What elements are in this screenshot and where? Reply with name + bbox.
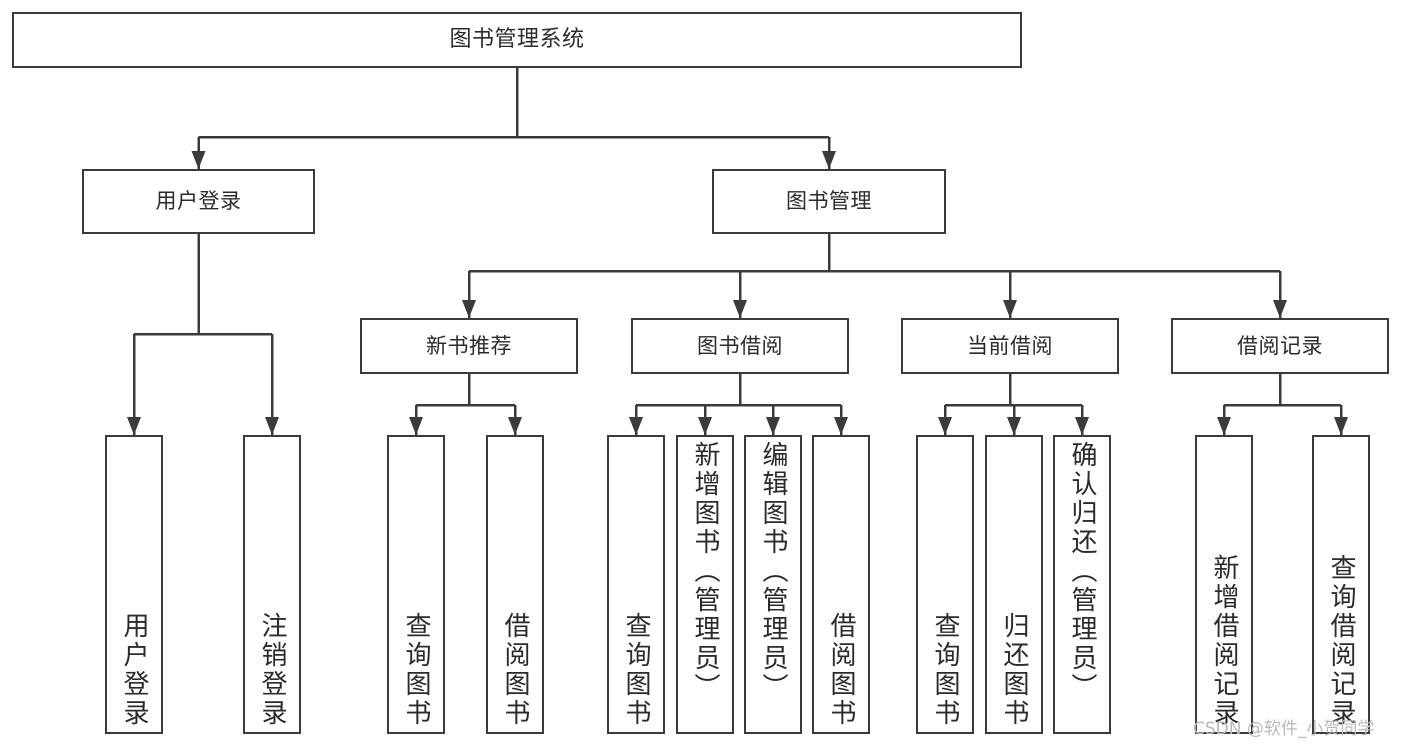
node-leaf-logout[interactable]: 注销登录	[243, 435, 301, 734]
arrowhead	[127, 417, 141, 435]
arrowhead	[1003, 300, 1017, 318]
node-label: 新书推荐	[426, 333, 512, 358]
node-leaf-add-book[interactable]: 新增图书（管理员）	[676, 435, 734, 734]
node-leaf-return-book[interactable]: 归还图书	[985, 435, 1043, 734]
node-label: 新增借阅记录	[1209, 554, 1239, 728]
node-label: 确认归还（管理员）	[1067, 441, 1097, 702]
arrowhead	[822, 151, 836, 169]
arrowhead	[462, 300, 476, 318]
node-label: 新增图书（管理员）	[690, 441, 720, 702]
node-label: 借阅图书	[500, 612, 530, 728]
node-leaf-borrow-book-1[interactable]: 借阅图书	[486, 435, 544, 734]
node-label: 图书借阅	[697, 333, 783, 358]
node-leaf-borrow-book-2[interactable]: 借阅图书	[812, 435, 870, 734]
node-book-borrow[interactable]: 图书借阅	[631, 318, 849, 374]
arrowhead	[1273, 300, 1287, 318]
arrowhead	[938, 417, 952, 435]
node-label: 当前借阅	[967, 333, 1053, 358]
arrowhead	[834, 417, 848, 435]
node-borrow-record[interactable]: 借阅记录	[1171, 318, 1389, 374]
node-label: 借阅记录	[1237, 333, 1323, 358]
arrowhead	[766, 417, 780, 435]
node-label: 查询图书	[401, 612, 431, 728]
arrowhead	[508, 417, 522, 435]
node-leaf-query-book-3[interactable]: 查询图书	[916, 435, 974, 734]
node-user-login[interactable]: 用户登录	[82, 169, 315, 234]
node-label: 查询借阅记录	[1326, 554, 1356, 728]
node-leaf-edit-book[interactable]: 编辑图书（管理员）	[744, 435, 802, 734]
arrowhead	[629, 417, 643, 435]
node-leaf-query-book-1[interactable]: 查询图书	[387, 435, 445, 734]
node-label: 查询图书	[621, 612, 651, 728]
node-label: 用户登录	[155, 189, 242, 214]
arrowhead	[409, 417, 423, 435]
node-leaf-query-book-2[interactable]: 查询图书	[607, 435, 665, 734]
node-label: 编辑图书（管理员）	[758, 441, 788, 702]
node-label: 归还图书	[999, 612, 1029, 728]
node-leaf-query-record[interactable]: 查询借阅记录	[1312, 435, 1370, 734]
node-leaf-user-login[interactable]: 用户登录	[105, 435, 163, 734]
arrowhead	[265, 417, 279, 435]
arrowhead	[1217, 417, 1231, 435]
arrowhead	[1334, 417, 1348, 435]
node-label: 查询图书	[930, 612, 960, 728]
node-label: 图书管理系统	[449, 27, 585, 53]
node-label: 图书管理	[786, 189, 872, 214]
arrowhead	[191, 151, 206, 169]
node-label: 借阅图书	[826, 612, 856, 728]
node-book-management[interactable]: 图书管理	[712, 169, 946, 234]
arrowhead	[698, 417, 712, 435]
node-leaf-add-record[interactable]: 新增借阅记录	[1195, 435, 1253, 734]
node-label: 用户登录	[119, 612, 149, 728]
node-label: 注销登录	[257, 612, 287, 728]
node-current-borrow[interactable]: 当前借阅	[901, 318, 1119, 374]
arrowhead	[1075, 417, 1089, 435]
node-root[interactable]: 图书管理系统	[12, 12, 1022, 68]
node-leaf-confirm-return[interactable]: 确认归还（管理员）	[1053, 435, 1111, 734]
arrowhead	[733, 300, 747, 318]
node-new-book-recommend[interactable]: 新书推荐	[360, 318, 578, 374]
arrowhead	[1007, 417, 1021, 435]
